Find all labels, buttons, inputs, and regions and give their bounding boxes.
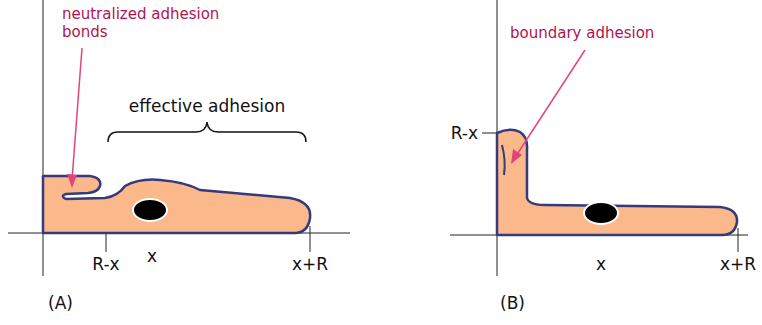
leader-line: [516, 50, 585, 156]
tick-mark: [310, 226, 311, 252]
cell-body: [497, 130, 737, 235]
axis-tick-label: R-x: [92, 254, 119, 274]
axis-tick-label: R-x: [451, 123, 478, 143]
callout-label: neutralized adhesion bonds: [62, 5, 252, 41]
tick-mark: [738, 228, 739, 252]
curly-brace: [108, 122, 306, 142]
cell-nucleus: [133, 199, 167, 221]
axis-tick-label: x: [147, 246, 157, 266]
cell-nucleus: [584, 202, 618, 224]
axis-tick-label: x: [596, 254, 606, 274]
axis-tick-label: x+R: [292, 254, 328, 274]
arrow-head: [67, 174, 77, 188]
panel-label: (B): [500, 293, 525, 313]
axis-tick-label: x+R: [720, 254, 756, 274]
panel-label: (A): [48, 293, 73, 313]
arrow-head: [511, 149, 522, 164]
adhesion-line: [502, 145, 505, 175]
tick-mark: [482, 133, 497, 134]
axis-line: [43, 0, 44, 276]
leader-line: [72, 48, 82, 180]
cell-body: [43, 176, 310, 233]
callout-label: boundary adhesion: [510, 24, 654, 42]
bracket-label: effective adhesion: [129, 96, 286, 116]
